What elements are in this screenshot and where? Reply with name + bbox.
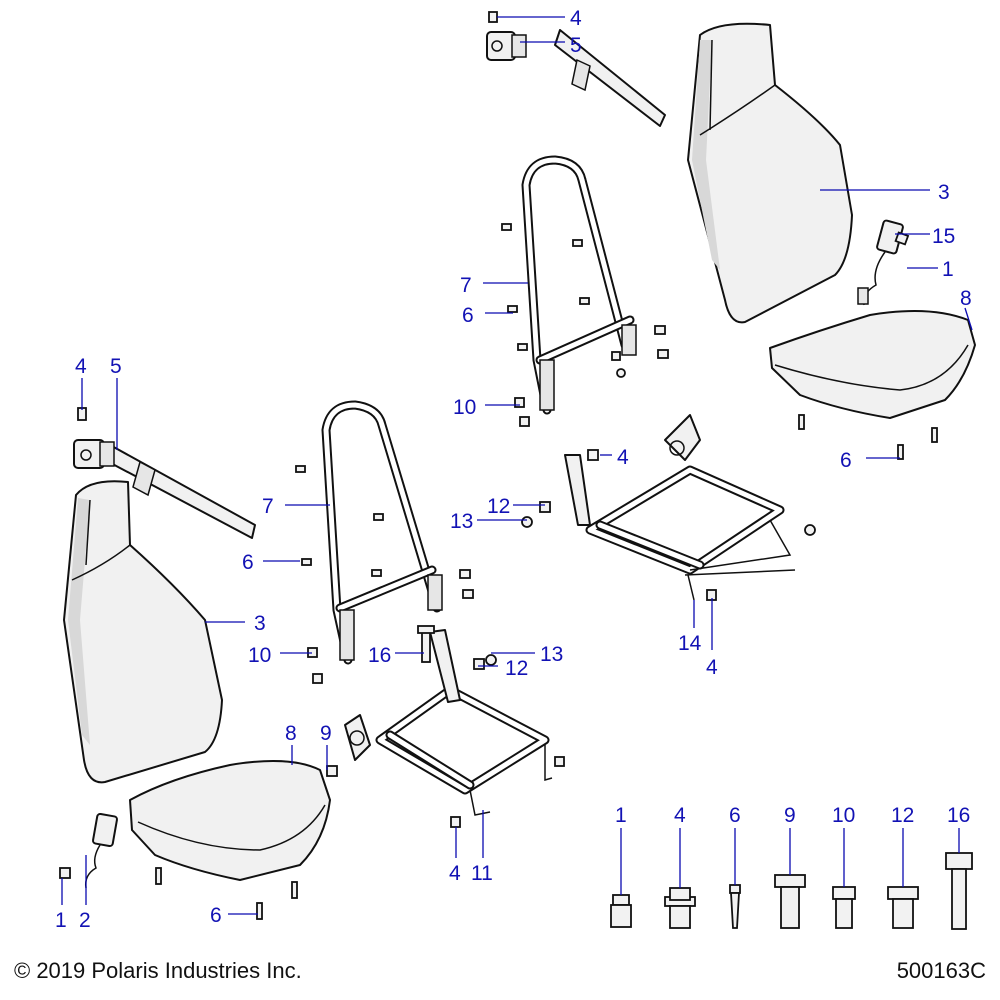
callout-13: 13 [450,510,473,533]
bolts-lower-frame [295,465,474,684]
hardware-legend [610,852,973,930]
pins-upper-cushion [798,414,938,460]
seat-buckle-upper [857,219,904,306]
bolt-buckle-lower [59,867,71,879]
legend-label-6: 6 [729,804,741,827]
seat-cushion-lower [129,760,331,881]
copyright-text: © 2019 Polaris Industries Inc. [14,958,302,983]
legend-label-12: 12 [891,804,914,827]
seat-cushion-upper [769,310,976,419]
callout-6: 6 [840,449,852,472]
bolts-lower-base [326,625,565,828]
callout-16: 16 [368,644,391,667]
seat-back-frame-upper [521,155,637,415]
callout-2: 2 [79,909,91,932]
seat-back-lower [63,480,223,784]
callout-4: 4 [570,7,582,30]
callout-7: 7 [460,274,472,297]
pins-lower-cushion [155,867,298,920]
callout-4: 4 [449,862,461,885]
callout-7: 7 [262,495,274,518]
callout-10: 10 [453,396,476,419]
legend-label-4: 4 [674,804,686,827]
legend-label-1: 1 [615,804,627,827]
callout-15: 15 [932,225,955,248]
seat-base-frame-lower [344,629,553,816]
callout-5: 5 [570,34,582,57]
leader-lines [61,16,973,915]
callout-11: 11 [471,862,493,885]
callout-10: 10 [248,644,271,667]
callout-8: 8 [285,722,297,745]
callout-3: 3 [938,181,950,204]
callout-5: 5 [110,355,122,378]
callout-4: 4 [75,355,87,378]
seat-base-frame-upper [564,414,796,601]
callout-8: 8 [960,287,972,310]
seat-back-upper [687,22,853,324]
callout-6: 6 [242,551,254,574]
bolt-upper-belt [488,11,498,23]
seat-belt-upper [486,29,666,127]
callout-14: 14 [678,632,702,655]
bolts-upper-base [521,449,816,601]
callout-12: 12 [487,495,510,518]
seat-buckle-lower [84,812,118,889]
seat-belt-lower [73,439,256,539]
bolts-upper-frame [501,223,669,427]
callout-6: 6 [462,304,474,327]
callout-labels: 4 5 3 15 1 8 7 6 10 4 6 12 13 14 4 4 5 7… [55,7,972,932]
callout-4: 4 [706,656,718,679]
seat-back-frame-lower [321,400,443,665]
legend-label-9: 9 [784,804,796,827]
callout-3: 3 [254,612,266,635]
callout-1: 1 [942,258,954,281]
legend-label-10: 10 [832,804,855,827]
callout-4: 4 [617,446,629,469]
callout-9: 9 [320,722,332,745]
legend-label-16: 16 [947,804,970,827]
callout-12: 12 [505,657,528,680]
callout-1: 1 [55,909,67,932]
drawing-number: 500163C [896,958,986,983]
callout-6: 6 [210,904,222,927]
callout-13: 13 [540,643,563,666]
